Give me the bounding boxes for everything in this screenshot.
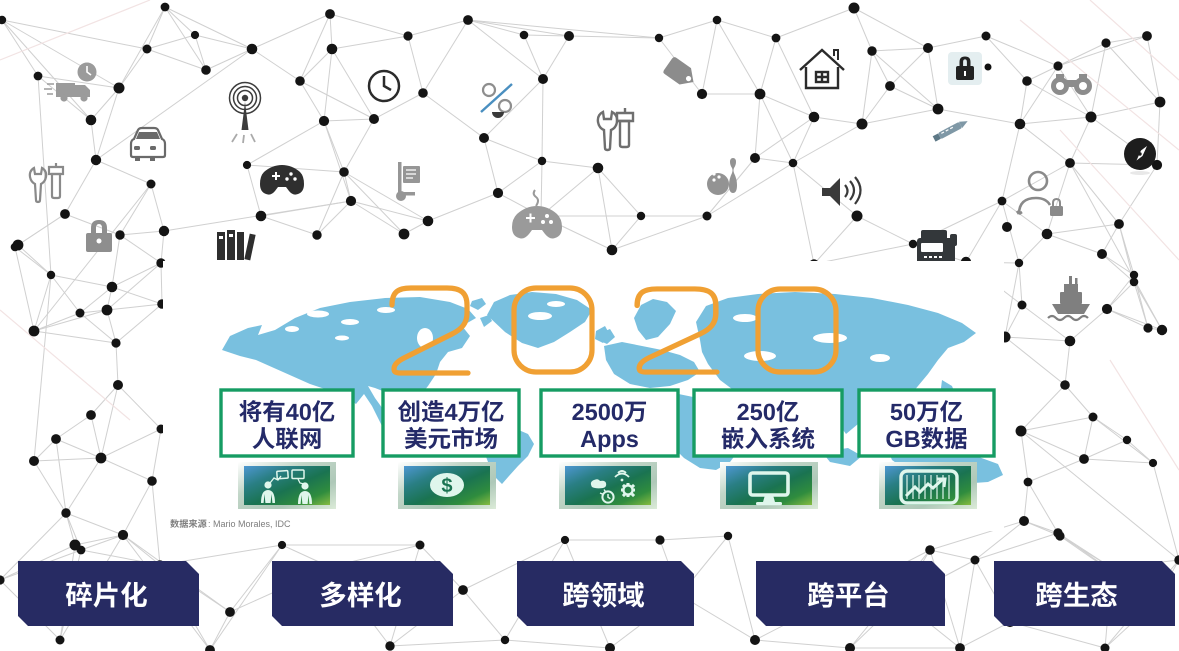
svg-text:: Mario Morales, IDC: : Mario Morales, IDC — [208, 519, 291, 529]
